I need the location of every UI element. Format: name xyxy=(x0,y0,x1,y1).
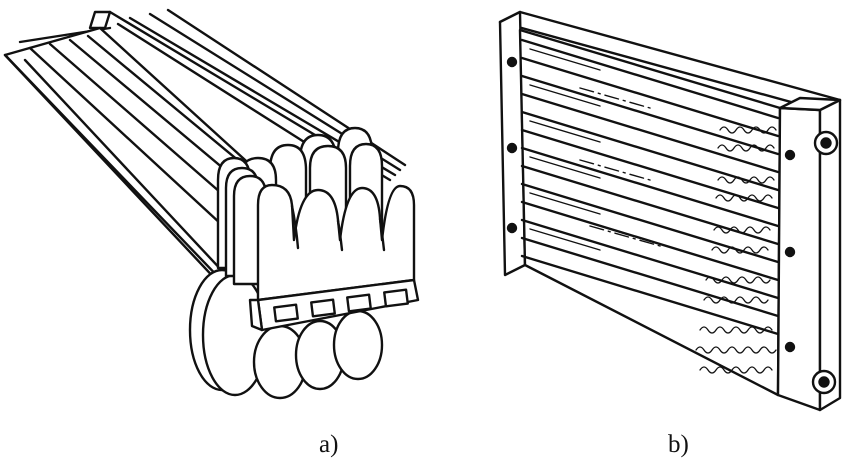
panel-a-tube-fin-bundle xyxy=(3,8,420,400)
panel-b-tubes xyxy=(520,38,780,336)
panel-a-caption: a) xyxy=(319,431,339,458)
panel-b-right-header xyxy=(776,96,842,412)
panel-b-radiator xyxy=(498,10,842,412)
panel-a-fin-bottoms xyxy=(188,268,384,400)
panel-b-bolt-left-3 xyxy=(506,222,518,234)
panel-a-port-2 xyxy=(310,298,336,318)
panel-b-bolt-left-1 xyxy=(506,56,518,68)
panel-b-bolt-right-3 xyxy=(784,341,796,353)
panel-b-inlet-port-center xyxy=(820,137,832,149)
panel-b-outlet-port-center xyxy=(818,376,830,388)
panel-a-port-1 xyxy=(273,303,299,323)
panel-b-bolt-left-2 xyxy=(506,142,518,154)
panel-a-fin-scallops xyxy=(290,204,386,252)
panel-a-port-4 xyxy=(383,288,409,308)
panel-b-bolt-right-2 xyxy=(784,246,796,258)
panel-a-header-bar xyxy=(248,278,420,332)
panel-b-bolt-right-1 xyxy=(784,149,796,161)
panel-b-break-lines xyxy=(579,87,661,247)
panel-b-caption: b) xyxy=(668,431,689,458)
panel-a-port-3 xyxy=(346,293,372,313)
panel-b-fin-corrugations xyxy=(695,126,777,374)
